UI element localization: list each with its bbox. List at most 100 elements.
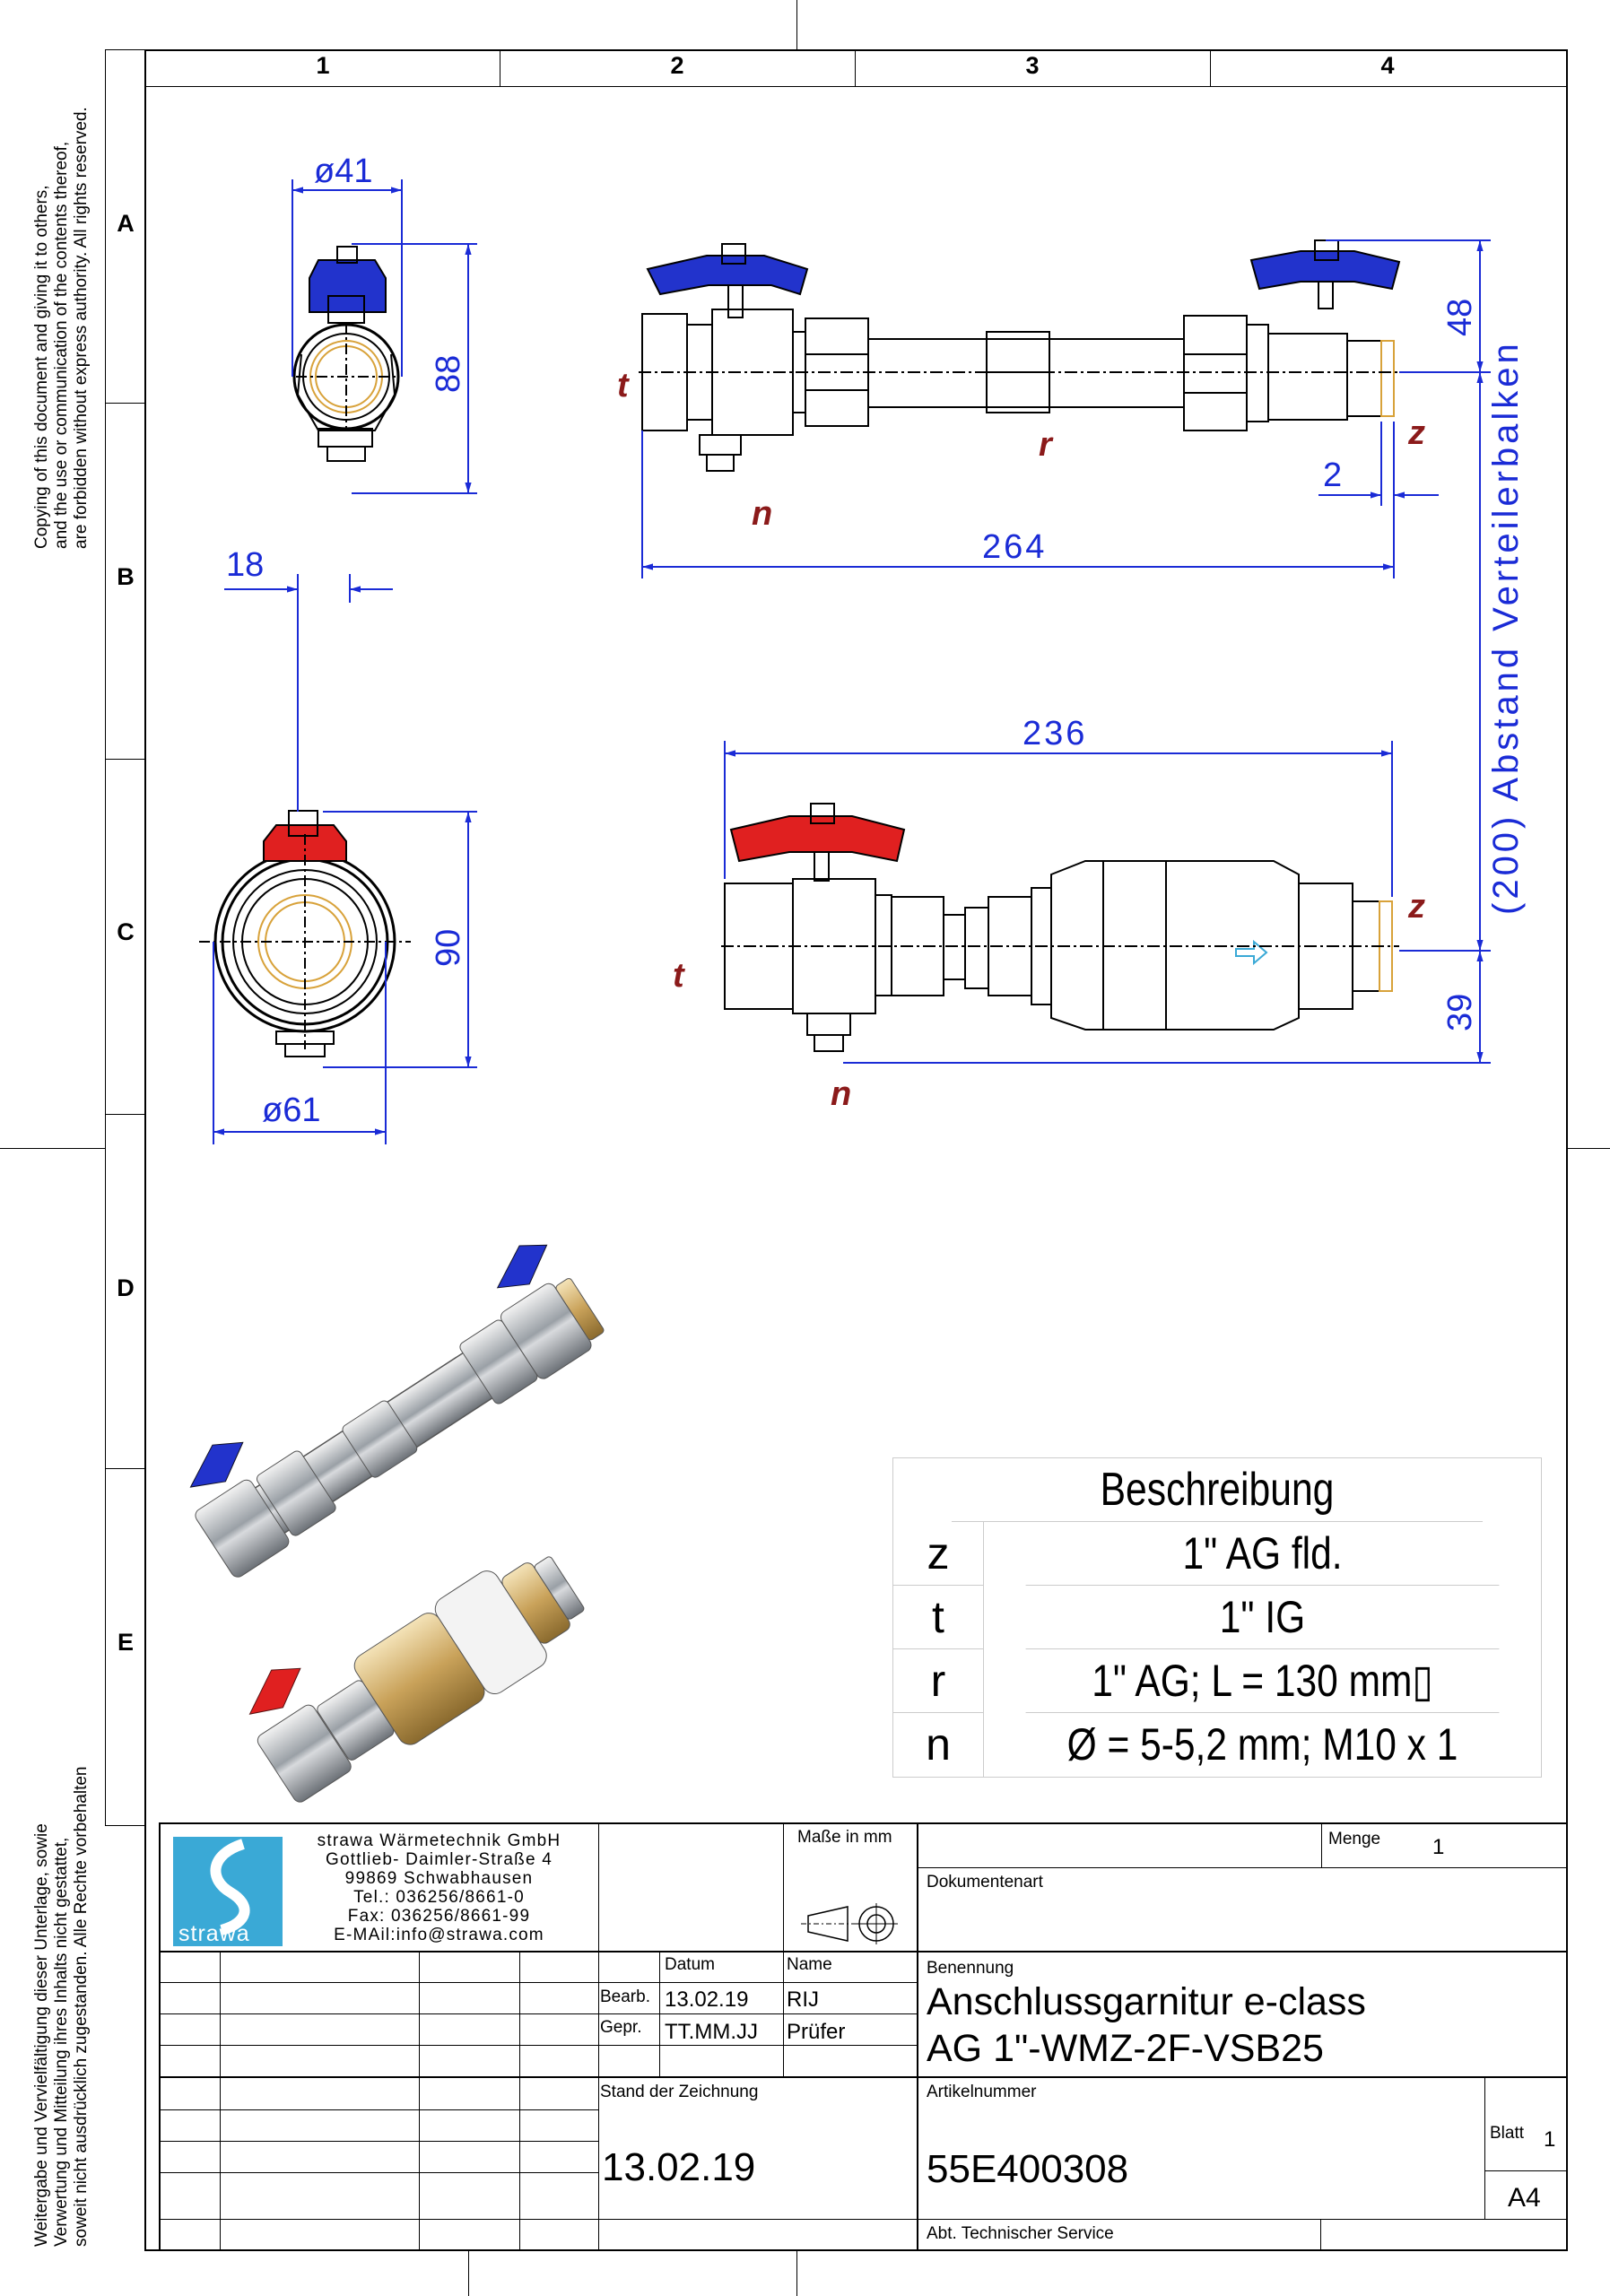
strawa-logo-text: strawa bbox=[178, 1921, 250, 1946]
tb-v-abt bbox=[1320, 2219, 1321, 2251]
gepr-date: TT.MM.JJ bbox=[665, 2020, 758, 2044]
iso-render-top bbox=[189, 1244, 605, 1578]
tb-h-row3 bbox=[159, 2045, 917, 2046]
tb-h-row2 bbox=[159, 2013, 917, 2014]
row-sep-1 bbox=[105, 403, 145, 404]
tb-left bbox=[159, 1822, 161, 2251]
callout-t-top: t bbox=[617, 367, 630, 404]
menge-value: 1 bbox=[1432, 1835, 1445, 1859]
grid-left-column-line bbox=[105, 49, 106, 1825]
grid-left-column-top bbox=[105, 49, 145, 50]
company-street: Gottlieb- Daimler-Straße 4 bbox=[326, 1850, 553, 1869]
tb-h-row6 bbox=[159, 2141, 598, 2142]
artikelnummer-label: Artikelnummer bbox=[927, 2083, 1037, 2101]
company-name: strawa Wärmetechnik GmbH bbox=[317, 1831, 561, 1850]
description-row-value: 1" AG fld. bbox=[1025, 1521, 1500, 1586]
row-sep-3 bbox=[105, 1114, 145, 1115]
fold-mark-right bbox=[1568, 1148, 1610, 1149]
strawa-logo: strawa bbox=[173, 1837, 283, 1946]
tb-v-main bbox=[917, 1822, 918, 2251]
frame-left bbox=[144, 49, 146, 2251]
row-sep-2 bbox=[105, 759, 145, 760]
tb-v-company bbox=[598, 1822, 599, 1951]
tb-h-blatt bbox=[1484, 2170, 1568, 2171]
datum-label: Datum bbox=[665, 1955, 715, 1974]
grid-header-line bbox=[144, 86, 1568, 87]
side-view-top bbox=[639, 239, 1404, 472]
grid-row-C: C bbox=[117, 918, 135, 945]
title-block: strawa strawa Wärmetechnik GmbH Gottlieb… bbox=[159, 1822, 1568, 2251]
dim-88: 88 bbox=[430, 355, 467, 393]
tb-h-row1 bbox=[159, 1982, 917, 1983]
strawa-logo-mark bbox=[210, 1839, 250, 1935]
dim-d61: ø61 bbox=[262, 1091, 320, 1129]
name-label: Name bbox=[787, 1955, 832, 1974]
frame-top bbox=[144, 49, 1568, 51]
fold-mark-top bbox=[796, 0, 797, 49]
blatt-value: 1 bbox=[1544, 2127, 1556, 2152]
end-view-bottom bbox=[199, 810, 411, 1057]
callout-n-top: n bbox=[752, 495, 772, 533]
abteilung-label: Abt. Technischer Service bbox=[927, 2224, 1114, 2243]
tb-v-masse bbox=[783, 1822, 784, 2076]
tb-h-row5 bbox=[159, 2109, 598, 2110]
bearb-name: RIJ bbox=[787, 1987, 819, 2012]
col-sep-3 bbox=[1210, 49, 1211, 86]
callout-z-bottom: z bbox=[1407, 888, 1425, 926]
callout-r: r bbox=[1039, 426, 1054, 464]
description-row-value: Ø = 5-5,2 mm; M10 x 1 bbox=[1066, 1719, 1458, 1770]
grid-left-column-bottom bbox=[105, 1825, 145, 1826]
projection-symbol-icon bbox=[801, 1903, 898, 1944]
description-table: Beschreibung z 1" AG fld. t 1" IG r 1" A… bbox=[892, 1457, 1542, 1778]
tb-v-l5 bbox=[659, 1951, 660, 2076]
stand-value: 13.02.19 bbox=[602, 2145, 756, 2189]
dokumentenart-label: Dokumentenart bbox=[927, 1873, 1043, 1892]
artikelnummer-value: 55E400308 bbox=[927, 2147, 1129, 2191]
tb-v-l2 bbox=[419, 1951, 420, 2251]
dim-48: 48 bbox=[1441, 299, 1479, 336]
dim-2: 2 bbox=[1323, 457, 1342, 494]
gepr-label: Gepr. bbox=[600, 2018, 642, 2037]
dim-90: 90 bbox=[430, 929, 467, 967]
description-row-key: n bbox=[926, 1719, 951, 1770]
frame-bottom bbox=[144, 2249, 1568, 2251]
blatt-label: Blatt bbox=[1490, 2124, 1525, 2143]
tb-v-blatt bbox=[1484, 2076, 1485, 2220]
tb-v-l3 bbox=[519, 1951, 520, 2251]
tb-v-datum bbox=[783, 1951, 784, 2076]
bearb-label: Bearb. bbox=[600, 1987, 650, 2006]
dim-264: 264 bbox=[982, 528, 1047, 566]
tb-h-menge bbox=[917, 1867, 1568, 1868]
tb-h-row4 bbox=[159, 2076, 1568, 2078]
description-row-value: 1" AG; L = 130 mm▯ bbox=[1025, 1648, 1500, 1713]
grid-col-3: 3 bbox=[1025, 52, 1040, 79]
stand-label: Stand der Zeichnung bbox=[600, 2083, 759, 2101]
menge-label: Menge bbox=[1328, 1830, 1381, 1848]
company-tel: Tel.: 036256/8661-0 bbox=[353, 1888, 525, 1907]
format-value: A4 bbox=[1508, 2183, 1541, 2213]
company-fax: Fax: 036256/8661-99 bbox=[347, 1907, 531, 1926]
callout-z-top: z bbox=[1407, 414, 1425, 452]
dim-18: 18 bbox=[226, 546, 264, 584]
grid-row-A: A bbox=[117, 210, 135, 237]
tb-v-l4 bbox=[598, 1951, 599, 2251]
grid-row-E: E bbox=[117, 1629, 134, 1656]
dim-abstand-verteilerbalken: (200) Abstand Verteilerbalken bbox=[1486, 340, 1526, 915]
company-city: 99869 Schwabhausen bbox=[344, 1869, 534, 1888]
tb-h-company bbox=[159, 1951, 1568, 1952]
callout-t-bottom: t bbox=[673, 957, 685, 995]
fold-mark-left bbox=[0, 1148, 105, 1149]
benennung-line-1: Anschlussgarnitur e-class bbox=[927, 1980, 1366, 2023]
side-view-bottom bbox=[721, 803, 1399, 1052]
description-row-value: 1" IG bbox=[1025, 1585, 1500, 1649]
end-view-top bbox=[292, 246, 400, 462]
tb-v-l1 bbox=[220, 1951, 221, 2251]
benennung-label: Benennung bbox=[927, 1959, 1014, 1978]
dim-39: 39 bbox=[1441, 994, 1479, 1031]
tb-top bbox=[159, 1822, 1568, 1824]
iso-render-bottom bbox=[248, 1556, 585, 1803]
dim-d41: ø41 bbox=[314, 152, 372, 190]
fold-mark-bottom-2 bbox=[796, 2251, 797, 2296]
description-row-key: z bbox=[893, 1521, 983, 1586]
